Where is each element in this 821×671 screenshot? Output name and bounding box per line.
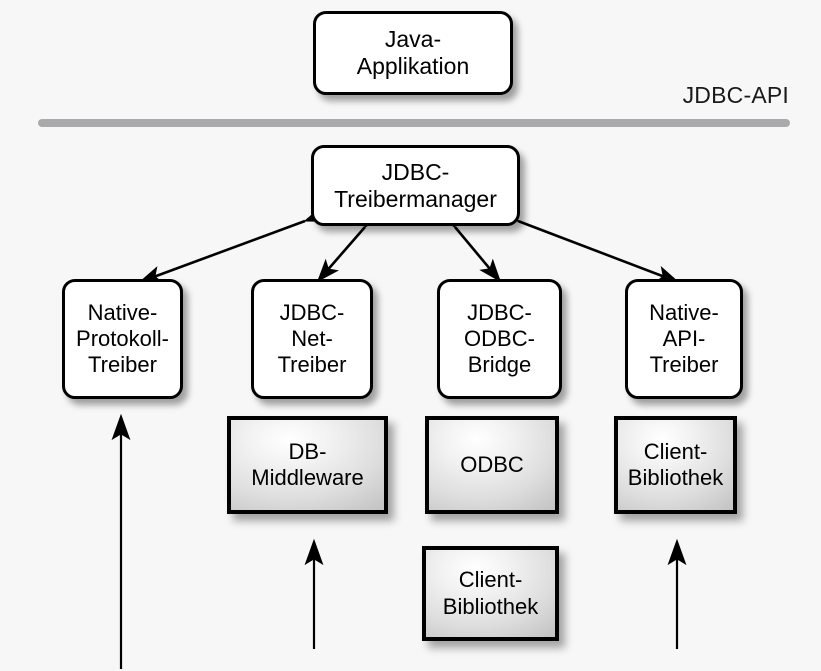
label-line-2: Applikation: [356, 53, 470, 79]
label-line-1: Client-: [643, 438, 708, 464]
box-odbc-text: ODBC: [456, 452, 528, 478]
label-line-1: JDBC-: [467, 300, 532, 326]
box-jdbc-odbc-bridge-text: JDBC- ODBC- Bridge: [460, 300, 539, 377]
box-java-applikation[interactable]: Java- Applikation: [313, 11, 513, 95]
label-line-1: Java-: [384, 26, 442, 53]
link-manager-jdbc-odbc: [434, 204, 501, 283]
label-line-3: Treiber: [88, 351, 157, 377]
box-client-bibliothek-right[interactable]: Client- Bibliothek: [614, 416, 737, 514]
box-jdbc-treibermanager[interactable]: JDBC- Treibermanager: [311, 145, 520, 226]
link-manager-native-protokoll: [138, 205, 329, 284]
label-line-2: Treibermanager: [334, 185, 497, 212]
box-java-applikation-text: Java- Applikation: [353, 26, 474, 80]
box-client-bibliothek-center[interactable]: Client- Bibliothek: [422, 546, 559, 641]
label-line-1: Native-: [649, 300, 719, 326]
box-db-middleware-text: DB- Middleware: [247, 439, 368, 492]
label-line-1: Native-: [87, 300, 158, 326]
label-line-3: Bridge: [467, 351, 532, 377]
label-line-2: Bibliothek: [442, 593, 539, 619]
label-line-1: JDBC-: [279, 300, 345, 326]
box-native-protokoll-treiber-text: Native- Protokoll- Treiber: [72, 300, 173, 377]
link-manager-native-api: [494, 204, 680, 284]
box-native-api-treiber-text: Native- API- Treiber: [645, 300, 723, 377]
box-jdbc-net-treiber-text: JDBC- Net- Treiber: [274, 300, 351, 377]
label-line-2: Net-: [291, 326, 333, 352]
label-line-2: Bibliothek: [627, 465, 724, 490]
label-line-3: Treiber: [277, 351, 347, 377]
label-line-1: Client-: [458, 567, 523, 593]
box-client-bibliothek-center-text: Client- Bibliothek: [439, 567, 542, 620]
link-manager-jdbc-net: [316, 204, 387, 283]
label-line-2: API-: [662, 326, 706, 352]
label-line-1: DB-: [288, 438, 327, 464]
label-line-2: Middleware: [251, 465, 364, 490]
label-line-1: JDBC-: [381, 158, 450, 185]
label-line-1: ODBC: [460, 451, 524, 477]
label-line-2: ODBC-: [464, 326, 535, 352]
box-jdbc-treibermanager-text: JDBC- Treibermanager: [330, 159, 501, 213]
label-line-2: Protokoll-: [76, 326, 169, 352]
jdbc-api-separator-bar: [38, 119, 790, 127]
jdbc-api-label: JDBC-API: [682, 82, 789, 108]
box-db-middleware[interactable]: DB- Middleware: [227, 416, 388, 514]
label-line-3: Treiber: [649, 351, 719, 377]
box-jdbc-odbc-bridge[interactable]: JDBC- ODBC- Bridge: [437, 279, 562, 399]
box-jdbc-net-treiber[interactable]: JDBC- Net- Treiber: [251, 279, 373, 399]
box-client-bibliothek-right-text: Client- Bibliothek: [624, 439, 727, 492]
box-native-protokoll-treiber[interactable]: Native- Protokoll- Treiber: [62, 279, 183, 399]
box-odbc[interactable]: ODBC: [425, 416, 559, 514]
box-native-api-treiber[interactable]: Native- API- Treiber: [625, 279, 743, 399]
